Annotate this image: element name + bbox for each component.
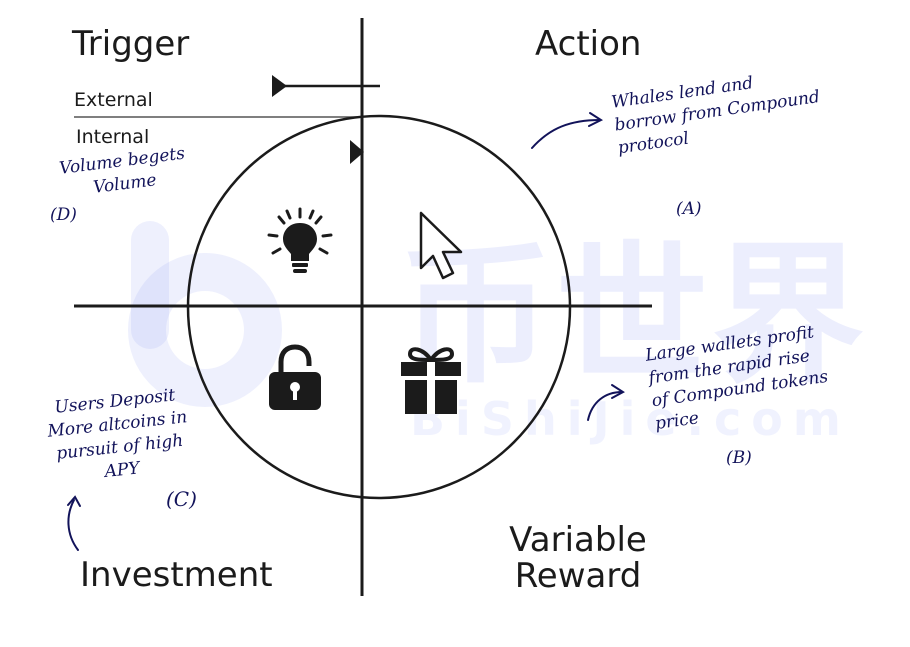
variable-reward-line1: Variable [509,520,647,560]
internal-trigger-arrowhead [350,140,364,164]
gift-icon [401,347,461,414]
watermark-chinese: 币世界 [400,227,868,404]
annotation-d-label: (D) [50,205,77,225]
investment-title: Investment [80,555,273,595]
lightbulb-icon [267,207,333,273]
external-trigger-label: External [74,89,153,111]
watermark-latin: BiShiJie.com [410,392,851,446]
annotation-a-arrow [531,119,601,149]
annotation-c-arrow [67,499,79,551]
annotation-c: Users Deposit More altcoins in pursuit o… [44,383,193,489]
annotation-a-label: (A) [676,199,702,219]
trigger-title: Trigger [72,24,190,64]
external-trigger-arrowhead [272,75,287,97]
annotation-c-label: (C) [166,487,197,511]
annotation-b-label: (B) [726,448,752,468]
annotation-b-arrow [587,391,623,421]
variable-reward-line2: Reward [514,555,642,596]
cursor-arrow-icon [419,211,463,280]
padlock-icon [269,344,321,410]
internal-trigger-label: Internal [76,126,150,148]
variable-reward-title: Variable Reward [503,520,653,596]
action-title: Action [535,24,642,64]
hook-cycle-circle [186,114,572,500]
